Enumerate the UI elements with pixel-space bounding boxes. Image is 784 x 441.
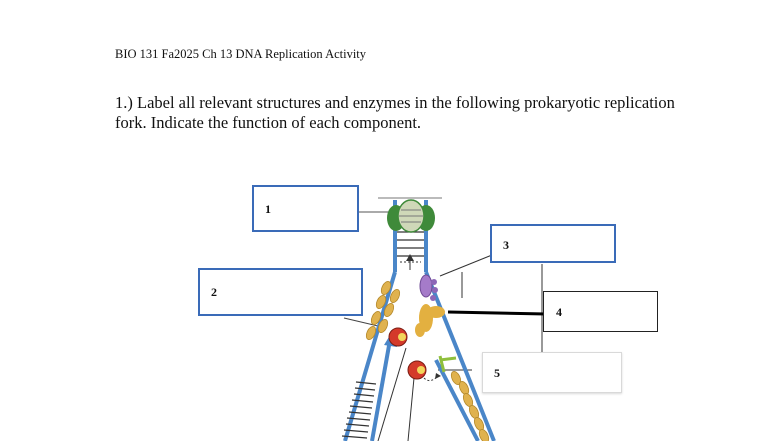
label-box-5[interactable]: 5 bbox=[482, 352, 622, 393]
leader-line-bottom-b bbox=[407, 377, 415, 441]
label-number-3: 3 bbox=[503, 238, 509, 252]
label-box-1[interactable]: 1 bbox=[252, 185, 359, 232]
unwinding-region bbox=[400, 255, 421, 263]
ssb-proteins-right bbox=[450, 371, 490, 441]
polymerase-lower bbox=[407, 360, 427, 380]
dashed-synthesis-arrow bbox=[423, 375, 439, 382]
ssb-proteins-left bbox=[365, 281, 401, 340]
leading-new-strand bbox=[434, 359, 480, 441]
leader-line-2 bbox=[343, 317, 379, 327]
question-prompt: 1.) Label all relevant structures and en… bbox=[115, 93, 675, 132]
leader-line-bottom-a bbox=[377, 347, 407, 441]
base-pair-rungs bbox=[397, 231, 424, 257]
label-box-3[interactable]: 3 bbox=[490, 224, 616, 263]
leading-template-outer bbox=[424, 271, 496, 441]
primer-shape bbox=[438, 355, 457, 373]
lagging-new-strand bbox=[370, 339, 392, 441]
topoisomerase-shape bbox=[387, 199, 435, 233]
label-number-1: 1 bbox=[265, 202, 271, 216]
leader-line-3a bbox=[439, 254, 493, 277]
label-box-2[interactable]: 2 bbox=[198, 268, 363, 316]
helicase-shape bbox=[415, 304, 445, 337]
lagging-strand-rungs bbox=[341, 381, 377, 439]
label-number-5: 5 bbox=[494, 366, 500, 380]
polymerase-upper bbox=[388, 327, 408, 347]
label-number-2: 2 bbox=[211, 285, 217, 299]
leader-line-4 bbox=[447, 310, 547, 316]
label-box-4[interactable]: 4 bbox=[543, 291, 658, 332]
label-number-4: 4 bbox=[556, 305, 562, 319]
document-header: BIO 131 Fa2025 Ch 13 DNA Replication Act… bbox=[115, 47, 367, 61]
primase-shape bbox=[419, 274, 438, 301]
